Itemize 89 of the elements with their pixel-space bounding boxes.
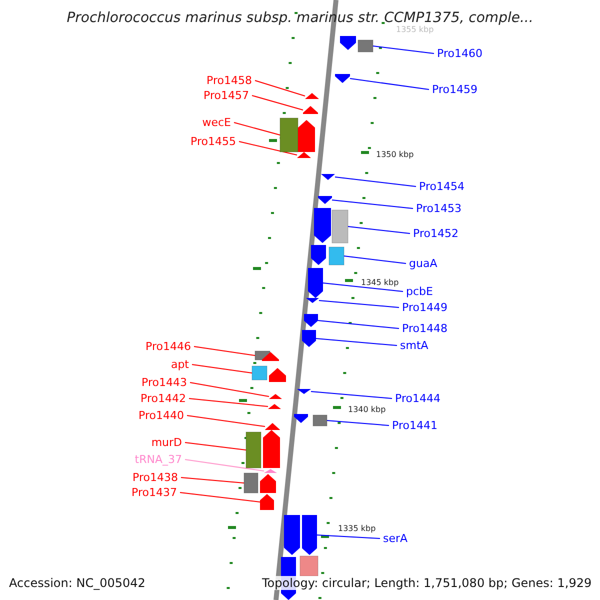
gene-block <box>252 366 268 380</box>
leader-line <box>180 492 260 502</box>
leader-line <box>344 256 406 264</box>
gene-label: Pro1446 <box>146 340 191 353</box>
gene-symbol <box>304 314 318 327</box>
gene-label: Pro1444 <box>395 392 440 405</box>
gene-label: Pro1443 <box>142 376 187 389</box>
gene-label: Pro1452 <box>413 227 458 240</box>
leader-line <box>234 122 280 136</box>
gene-symbol <box>262 352 279 361</box>
gene-block <box>246 432 262 468</box>
gene-symbol <box>305 93 319 99</box>
gene-label: Pro1460 <box>437 47 482 60</box>
topology-text: Topology: circular; Length: 1,751,080 bp; Genes: 1,929 <box>262 576 592 590</box>
leader-line <box>238 141 298 156</box>
gene-symbol <box>303 106 318 114</box>
leader-line <box>186 415 266 427</box>
gene-label: tRNA_37 <box>134 453 182 466</box>
leader-line <box>194 346 256 356</box>
gene-symbol <box>269 368 286 382</box>
gene-label: Pro1453 <box>416 202 462 215</box>
gene-label: Pro1457 <box>204 89 249 102</box>
scale-label: 1355 kbp <box>396 24 434 36</box>
gene-label: Pro1459 <box>432 83 478 96</box>
leader-line <box>350 78 430 90</box>
gene-label: pcbE <box>406 285 433 298</box>
gene-block <box>300 556 318 576</box>
gene-block <box>358 40 374 52</box>
gene-symbol <box>340 36 356 50</box>
gene-symbol <box>297 389 311 394</box>
gene-label: Pro1437 <box>132 486 177 499</box>
accession-text: Accession: NC_005042 <box>9 576 146 590</box>
gene-symbol <box>284 515 300 555</box>
gene-label: Pro1454 <box>419 180 464 193</box>
gene-label: Pro1440 <box>138 409 184 422</box>
leader-line <box>372 46 434 54</box>
gene-label: smtA <box>400 339 428 352</box>
gene-symbol <box>260 494 274 510</box>
gene-label: wecE <box>202 116 231 129</box>
leader-line <box>316 534 380 539</box>
leader-line <box>318 300 400 308</box>
gene-symbol <box>318 196 332 204</box>
scale-label: 1340 kbp <box>348 404 386 416</box>
leader-line <box>322 282 404 292</box>
gene-label: apt <box>170 358 189 371</box>
gene-label: Pro1448 <box>402 322 448 335</box>
gene-symbol <box>294 414 308 423</box>
leader-line <box>332 200 414 209</box>
gene-block <box>328 246 344 266</box>
gene-label: Pro1441 <box>392 419 438 432</box>
gene-label: Pro1455 <box>190 135 236 148</box>
gene-label: serA <box>383 532 408 545</box>
leader-line <box>334 176 416 187</box>
gene-symbol <box>321 174 335 180</box>
scale-label: 1335 kbp <box>338 523 376 535</box>
gene-block <box>244 472 258 494</box>
leader-line <box>310 391 392 399</box>
gene-symbol <box>268 404 281 409</box>
leader-line <box>192 364 252 374</box>
leader-line <box>184 459 264 472</box>
gene-symbol <box>335 74 350 83</box>
leader-line <box>188 398 268 407</box>
gene-symbol <box>311 245 326 265</box>
leader-line <box>180 477 244 484</box>
leader-line <box>252 95 304 110</box>
leader-line <box>348 226 410 234</box>
gene-symbol <box>302 330 316 347</box>
leader-line <box>254 80 306 96</box>
gene-symbol <box>314 208 331 243</box>
leader-line <box>184 442 246 450</box>
leader-line <box>318 320 400 329</box>
gene-label: guaA <box>409 257 438 270</box>
scale-label: 1350 kbp <box>376 149 414 161</box>
gene-label: Pro1438 <box>132 471 178 484</box>
gene-label: Pro1442 <box>140 392 186 405</box>
gene-block <box>312 414 328 426</box>
leader-line <box>190 382 270 397</box>
gene-label: Pro1449 <box>402 301 448 314</box>
map-title: Prochlorococcus marinus subsp. marinus str. CCMP1375, comple... <box>66 9 534 26</box>
gene-symbol <box>302 515 317 555</box>
gene-symbol <box>260 474 276 493</box>
scale-label: 1345 kbp <box>361 277 399 289</box>
gene-label: Pro1458 <box>206 74 252 87</box>
leader-line <box>326 420 390 426</box>
gene-symbol <box>269 394 282 399</box>
leader-line <box>316 338 398 346</box>
gene-block <box>332 210 348 244</box>
gene-label: murD <box>151 436 182 449</box>
gene-block <box>280 118 298 152</box>
